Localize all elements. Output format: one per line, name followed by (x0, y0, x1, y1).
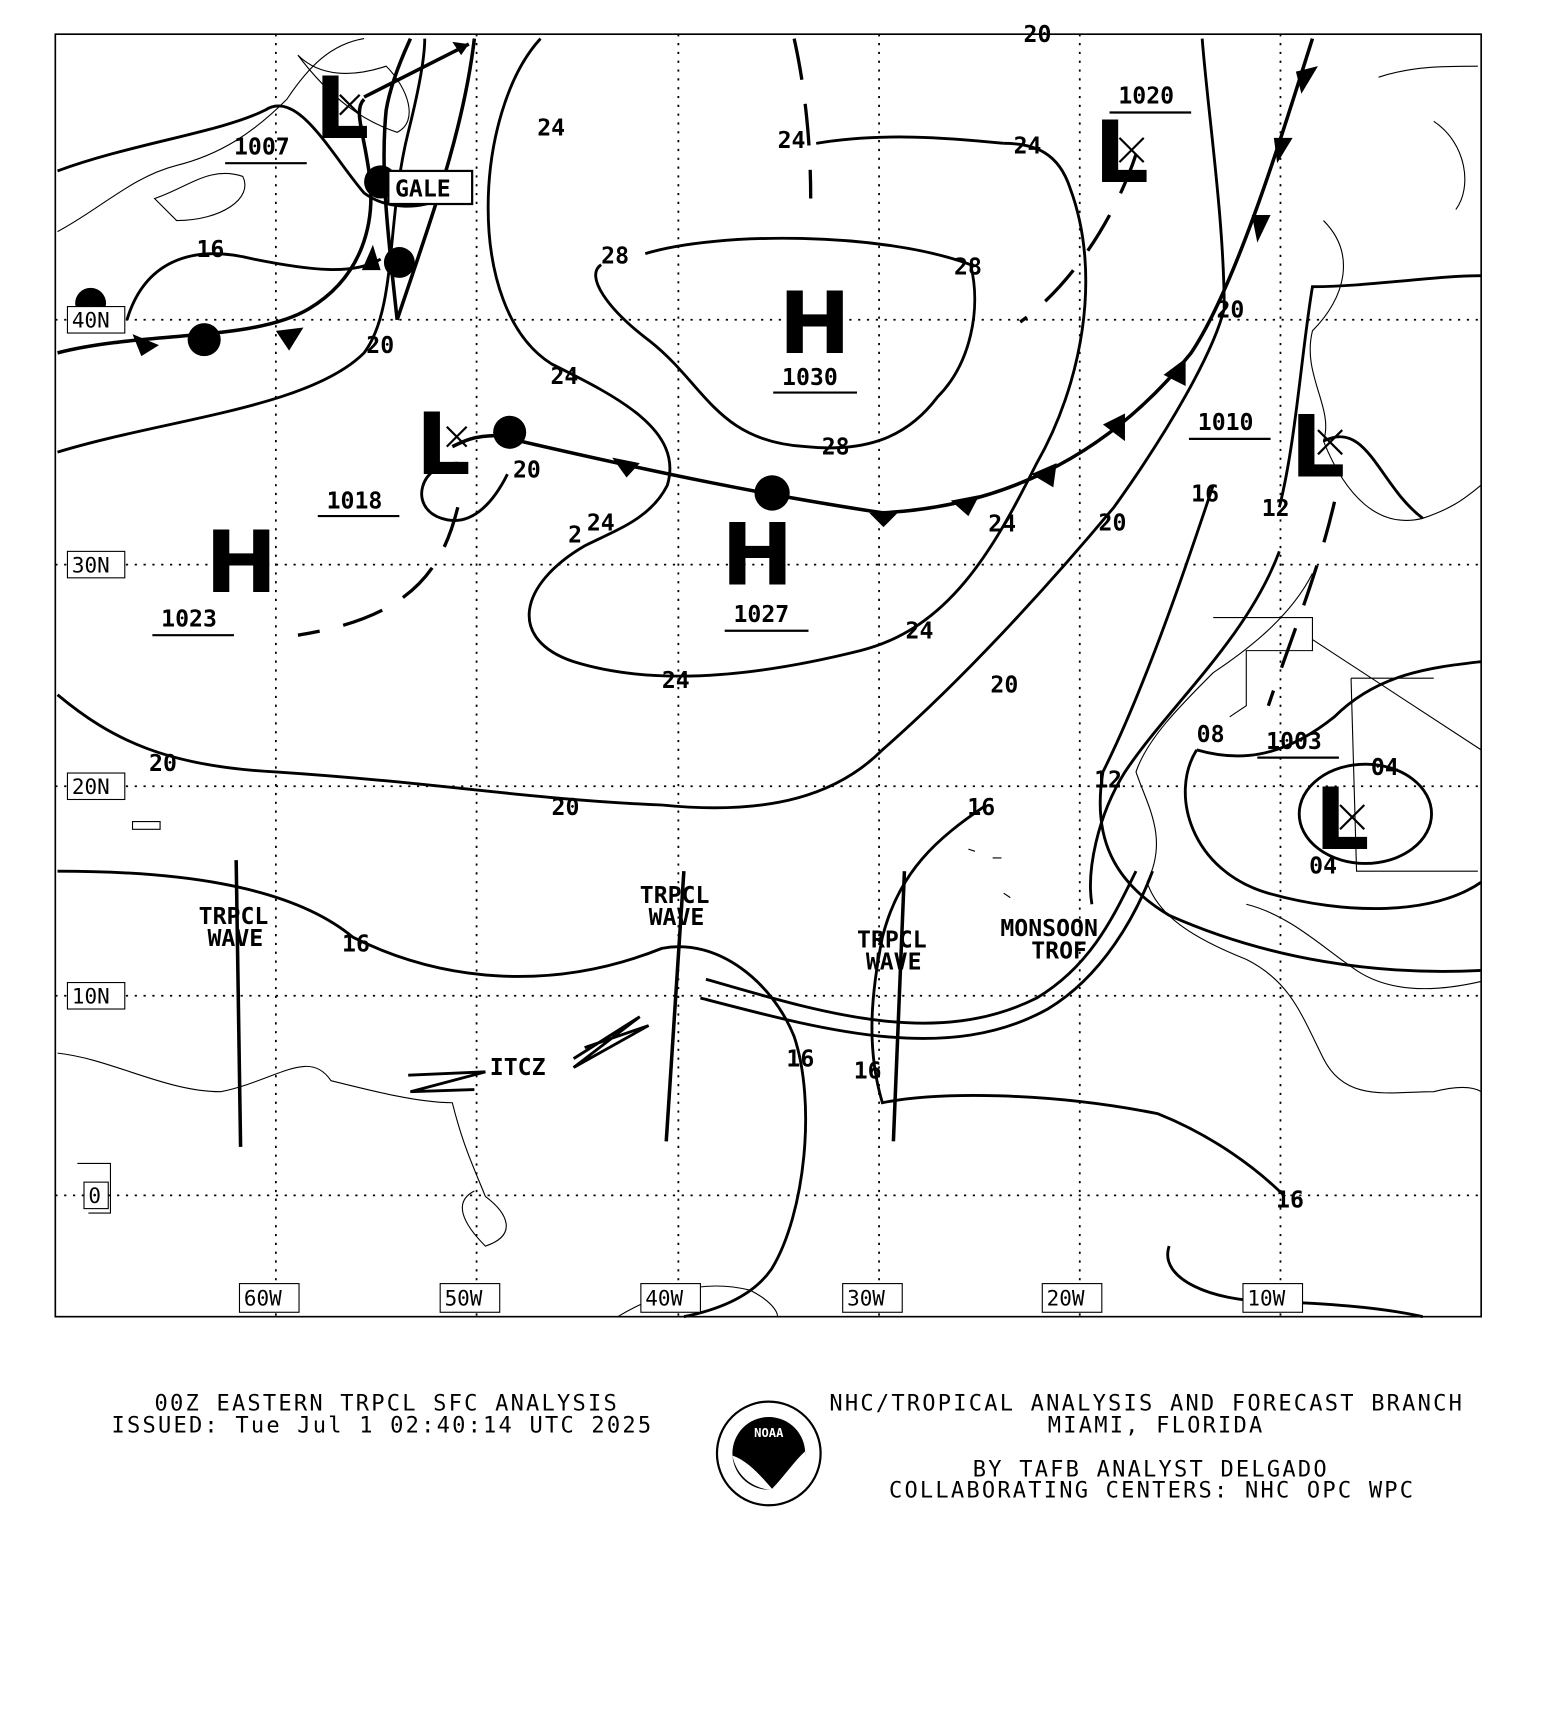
isobar-label: 12 (1262, 496, 1290, 522)
location: MIAMI, FLORIDA (1048, 1413, 1265, 1438)
analyst: BY TAFB ANALYST DELGADO (973, 1458, 1329, 1483)
isobar-label: 24 (662, 668, 690, 694)
lat-label: 30N (72, 553, 110, 577)
longitude-labels: 60W 50W 40W 30W 20W 10W (238, 1283, 1304, 1313)
isobar-label: 20 (366, 333, 394, 359)
isobar-label: 2 (568, 523, 582, 549)
isobar-label: 20 (990, 673, 1018, 699)
isobar-label: 12 (1094, 767, 1122, 793)
isobar-label: 20 (149, 751, 177, 777)
low-center-symbol: L (314, 59, 369, 159)
low-center-symbol: L (1094, 103, 1149, 203)
isobar-label: 24 (988, 512, 1016, 538)
central-pressure: 1027 (734, 602, 790, 628)
central-pressure: 1007 (234, 134, 290, 160)
latitude-labels: 40N 30N 20N 10N 0 (66, 306, 126, 1210)
pressure-centers: L 1007 L 1018 H 1023 H 1030 H 1027 L 102… (152, 59, 1369, 870)
branch-name: NHC/TROPICAL ANALYSIS AND FORECAST BRANC… (829, 1391, 1464, 1416)
isobar-label: 16 (342, 932, 370, 958)
central-pressure: 1023 (161, 606, 217, 632)
isobar-label: 20 (552, 795, 580, 821)
lon-label: 40W (645, 1287, 683, 1311)
lon-label: 60W (244, 1287, 282, 1311)
isobar-label: 24 (537, 116, 565, 142)
monsoon-trough-label: MONSOON (1000, 916, 1098, 942)
isobar-label: 16 (1191, 482, 1219, 508)
isobar-label: 28 (601, 244, 629, 270)
lon-label: 30W (847, 1287, 885, 1311)
isobar-label: 20 (1217, 298, 1245, 324)
central-pressure: 1010 (1198, 410, 1254, 436)
central-pressure: 1018 (327, 488, 383, 514)
noaa-logo-text: NOAA (754, 1426, 784, 1440)
isobar-label: 20 (513, 457, 541, 483)
tropical-wave-label: WAVE (207, 926, 263, 952)
isobar-labels: 16 20 24 24 24 28 28 24 28 20 24 2 24 24… (149, 22, 1399, 1214)
collaborating-centers: COLLABORATING CENTERS: NHC OPC WPC (889, 1479, 1415, 1504)
central-pressure: 1020 (1118, 84, 1174, 110)
isobar-label: 16 (967, 795, 995, 821)
high-center-symbol: H (779, 274, 851, 374)
coastlines (57, 38, 1482, 1318)
footer: 00Z EASTERN TRPCL SFC ANALYSIS ISSUED: T… (112, 1391, 1464, 1507)
lon-label: 50W (445, 1287, 483, 1311)
isobar-label: 28 (954, 255, 982, 281)
isobar-label: 24 (550, 364, 578, 390)
isobar-label: 16 (786, 1046, 814, 1072)
high-center-symbol: H (721, 505, 793, 605)
high-center-symbol: H (205, 513, 277, 613)
isobars (56, 37, 1482, 1319)
central-pressure: 1030 (782, 365, 838, 391)
lon-label: 20W (1047, 1287, 1085, 1311)
tropical-wave-label: WAVE (649, 905, 705, 931)
issued-time: ISSUED: Tue Jul 1 02:40:14 UTC 2025 (112, 1413, 654, 1438)
fronts (57, 37, 1366, 1147)
isobar-label: 24 (906, 618, 934, 644)
lat-label: 40N (72, 309, 110, 333)
isobar-label: 20 (1099, 510, 1127, 536)
isobar-label: 16 (196, 237, 224, 263)
map-frame (54, 33, 1482, 1318)
isobar-label: 24 (587, 510, 615, 536)
central-pressure: 1003 (1266, 729, 1322, 755)
tropical-wave-line (664, 871, 686, 1142)
tropical-wave-label: TRPCL (640, 883, 710, 909)
itcz-label: ITCZ (490, 1055, 546, 1081)
isobar-label: 24 (778, 128, 806, 154)
chart-title: 00Z EASTERN TRPCL SFC ANALYSIS (155, 1391, 619, 1416)
lat-label: 10N (72, 984, 110, 1008)
lon-label: 10W (1247, 1287, 1285, 1311)
lat-label: 20N (72, 775, 110, 799)
tropical-wave-label: TRPCL (857, 927, 927, 953)
low-center-symbol: L (416, 395, 471, 495)
isobar-label: 04 (1371, 755, 1399, 781)
isobar-label: 16 (854, 1058, 882, 1084)
isobar-label: 04 (1309, 853, 1337, 879)
isobar-label: 24 (1014, 133, 1042, 159)
noaa-logo: NOAA (715, 1400, 822, 1507)
tropical-wave-label: TRPCL (199, 904, 269, 930)
monsoon-trough-label: TROF (1031, 938, 1087, 964)
gale-warning-label: GALE (395, 176, 451, 202)
isobar-label: 20 (1024, 22, 1052, 48)
isobar-label: 08 (1197, 722, 1225, 748)
isobar-label: 28 (822, 434, 850, 460)
low-center-symbol: L (1315, 770, 1370, 870)
tropical-wave-line (891, 871, 907, 1142)
isobar-label: 16 (1276, 1188, 1304, 1214)
weather-features: GALE TRPCL WAVE TRPCL WAVE TRPCL WAVE MO… (199, 169, 1098, 1081)
lat-label: 0 (88, 1184, 101, 1208)
tropical-wave-label: WAVE (866, 949, 922, 975)
tropical-wave-line (234, 860, 243, 1147)
low-center-symbol: L (1290, 397, 1345, 497)
